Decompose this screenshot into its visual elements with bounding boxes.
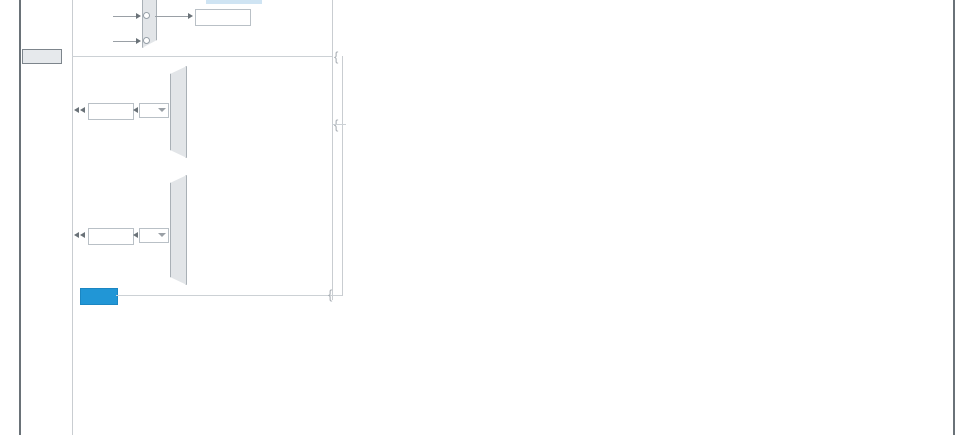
rc48-value[interactable] [80,288,118,305]
mco1-output-arrow-2 [80,107,85,113]
top-mux-radio-1[interactable] [143,37,150,44]
mco1-mux-body[interactable] [170,66,187,158]
mco2-output-arrow [74,232,79,238]
bus-wire-col2-lower [332,124,346,125]
mco2-divider-caret-host [139,228,169,243]
mco1-divider-arrow [133,107,138,113]
top-mux-wire-hse [113,41,137,42]
panel-right-border [953,0,955,435]
chevron-down-icon[interactable] [158,108,166,112]
mco2-divider-select[interactable] [139,228,169,243]
wire-break-marker-1: { [328,287,333,302]
rc48-wire [116,295,342,296]
top-mux-output-wire [155,16,191,17]
mco2-divider-arrow [133,232,138,238]
panel-inner-divider [72,0,73,435]
top-mux-wire-csi [113,16,137,17]
input-frequency-wire [72,56,332,57]
chevron-down-icon[interactable] [158,233,166,237]
mco2-output-arrow-2 [80,232,85,238]
mco2-mux-body[interactable] [170,175,187,285]
top-mux-output-arrow [188,13,193,19]
mco1-divider-select[interactable] [139,103,169,118]
top-mux-arrow-hse [136,38,141,44]
bus-vertical-col2 [342,56,343,296]
top-mux-arrow-csi [136,13,141,19]
offscreen-highlight-remnant [206,0,262,4]
input-frequency-field[interactable] [22,49,62,64]
mco1-divider-caret-host [139,103,169,118]
top-mux-radio-0[interactable] [143,12,150,19]
top-mux-output-value[interactable] [195,9,251,26]
column-divider-1 [332,0,333,300]
mco1-output-value[interactable] [88,103,134,120]
panel-left-border [19,0,21,435]
mco1-output-arrow [74,107,79,113]
bus-break-col2-a: { [334,49,339,64]
mco2-output-value[interactable] [88,228,134,245]
